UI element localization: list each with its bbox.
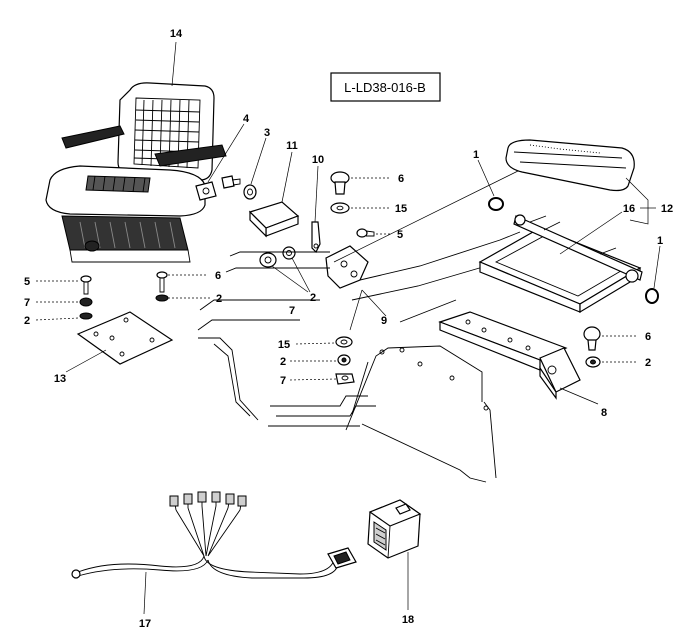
callout-2-right: 2 (645, 357, 651, 369)
part-6-bolt-top (330, 171, 350, 195)
callout-7-center: 7 (280, 375, 286, 387)
backrest-quilting (133, 99, 201, 169)
part-5-screw-top (356, 228, 375, 238)
callout-4: 4 (243, 113, 250, 125)
part-10-lever (311, 221, 321, 254)
callout-7-left: 7 (24, 297, 30, 309)
part-2-washer-left (79, 312, 93, 320)
part-1-oring-right (645, 288, 659, 304)
part-17-wiring-harness (71, 491, 357, 579)
reference-code-box: L-LD38-016-B (330, 72, 441, 102)
fender-outline (197, 231, 521, 483)
callout-5-left: 5 (24, 276, 30, 288)
mounting-bracket (325, 245, 369, 289)
callout-18: 18 (402, 614, 414, 626)
part-12-cushion (505, 139, 635, 192)
callout-2-spacer: 2 (310, 292, 316, 304)
part-6-bolt-left2 (156, 271, 168, 293)
callout-14: 14 (170, 28, 183, 40)
part-1-oring-top (488, 197, 504, 211)
callout-17: 17 (139, 618, 151, 630)
part-7-nut-left (79, 297, 93, 307)
part-13-plate (76, 311, 174, 365)
part-7-nut-center (335, 373, 355, 385)
seat-assembly-illustration (45, 82, 227, 263)
washer-2-center (282, 246, 296, 260)
callout-5-top: 5 (397, 229, 403, 241)
callout-1-top: 1 (473, 149, 479, 161)
part-2-washer-right (585, 356, 601, 368)
callout-2-left: 2 (24, 315, 30, 327)
part-15-washer-top (330, 202, 350, 214)
callout-9: 9 (381, 315, 387, 327)
callout-12: 12 (661, 203, 673, 215)
callout-2-center: 2 (280, 356, 286, 368)
callout-16: 16 (623, 203, 635, 215)
part-4-bracket (195, 181, 217, 201)
cushion-quilting (85, 175, 151, 193)
callout-15-top: 15 (395, 203, 407, 215)
callout-11: 11 (286, 140, 298, 152)
callout-6-right: 6 (645, 331, 651, 343)
callout-8: 8 (601, 407, 607, 419)
callout-15-center: 15 (278, 339, 290, 351)
callout-6-top: 6 (398, 173, 404, 185)
callout-2-mid: 2 (216, 293, 222, 305)
part-18-control-unit (367, 499, 422, 559)
part-3-washer (243, 184, 257, 200)
callout-10: 10 (312, 154, 324, 166)
part-6-bolt-right (583, 326, 601, 351)
part-11-block (248, 201, 300, 238)
callout-13: 13 (54, 373, 66, 385)
bolt-near-4 (221, 175, 241, 189)
callout-6-left: 6 (215, 270, 221, 282)
part-2-washer-center (337, 354, 351, 366)
part-16-frame (478, 214, 643, 314)
part-8-rail (438, 311, 581, 400)
reference-code-text: L-LD38-016-B (344, 80, 426, 95)
part-15-washer-center (335, 336, 353, 348)
rubber-spacer-left (259, 252, 277, 268)
part-5-bolt-left (80, 275, 92, 295)
callout-3: 3 (264, 127, 270, 139)
callout-7-spacer: 7 (289, 305, 295, 317)
callout-1-right: 1 (657, 235, 663, 247)
part-2-washer-left2 (155, 294, 169, 302)
